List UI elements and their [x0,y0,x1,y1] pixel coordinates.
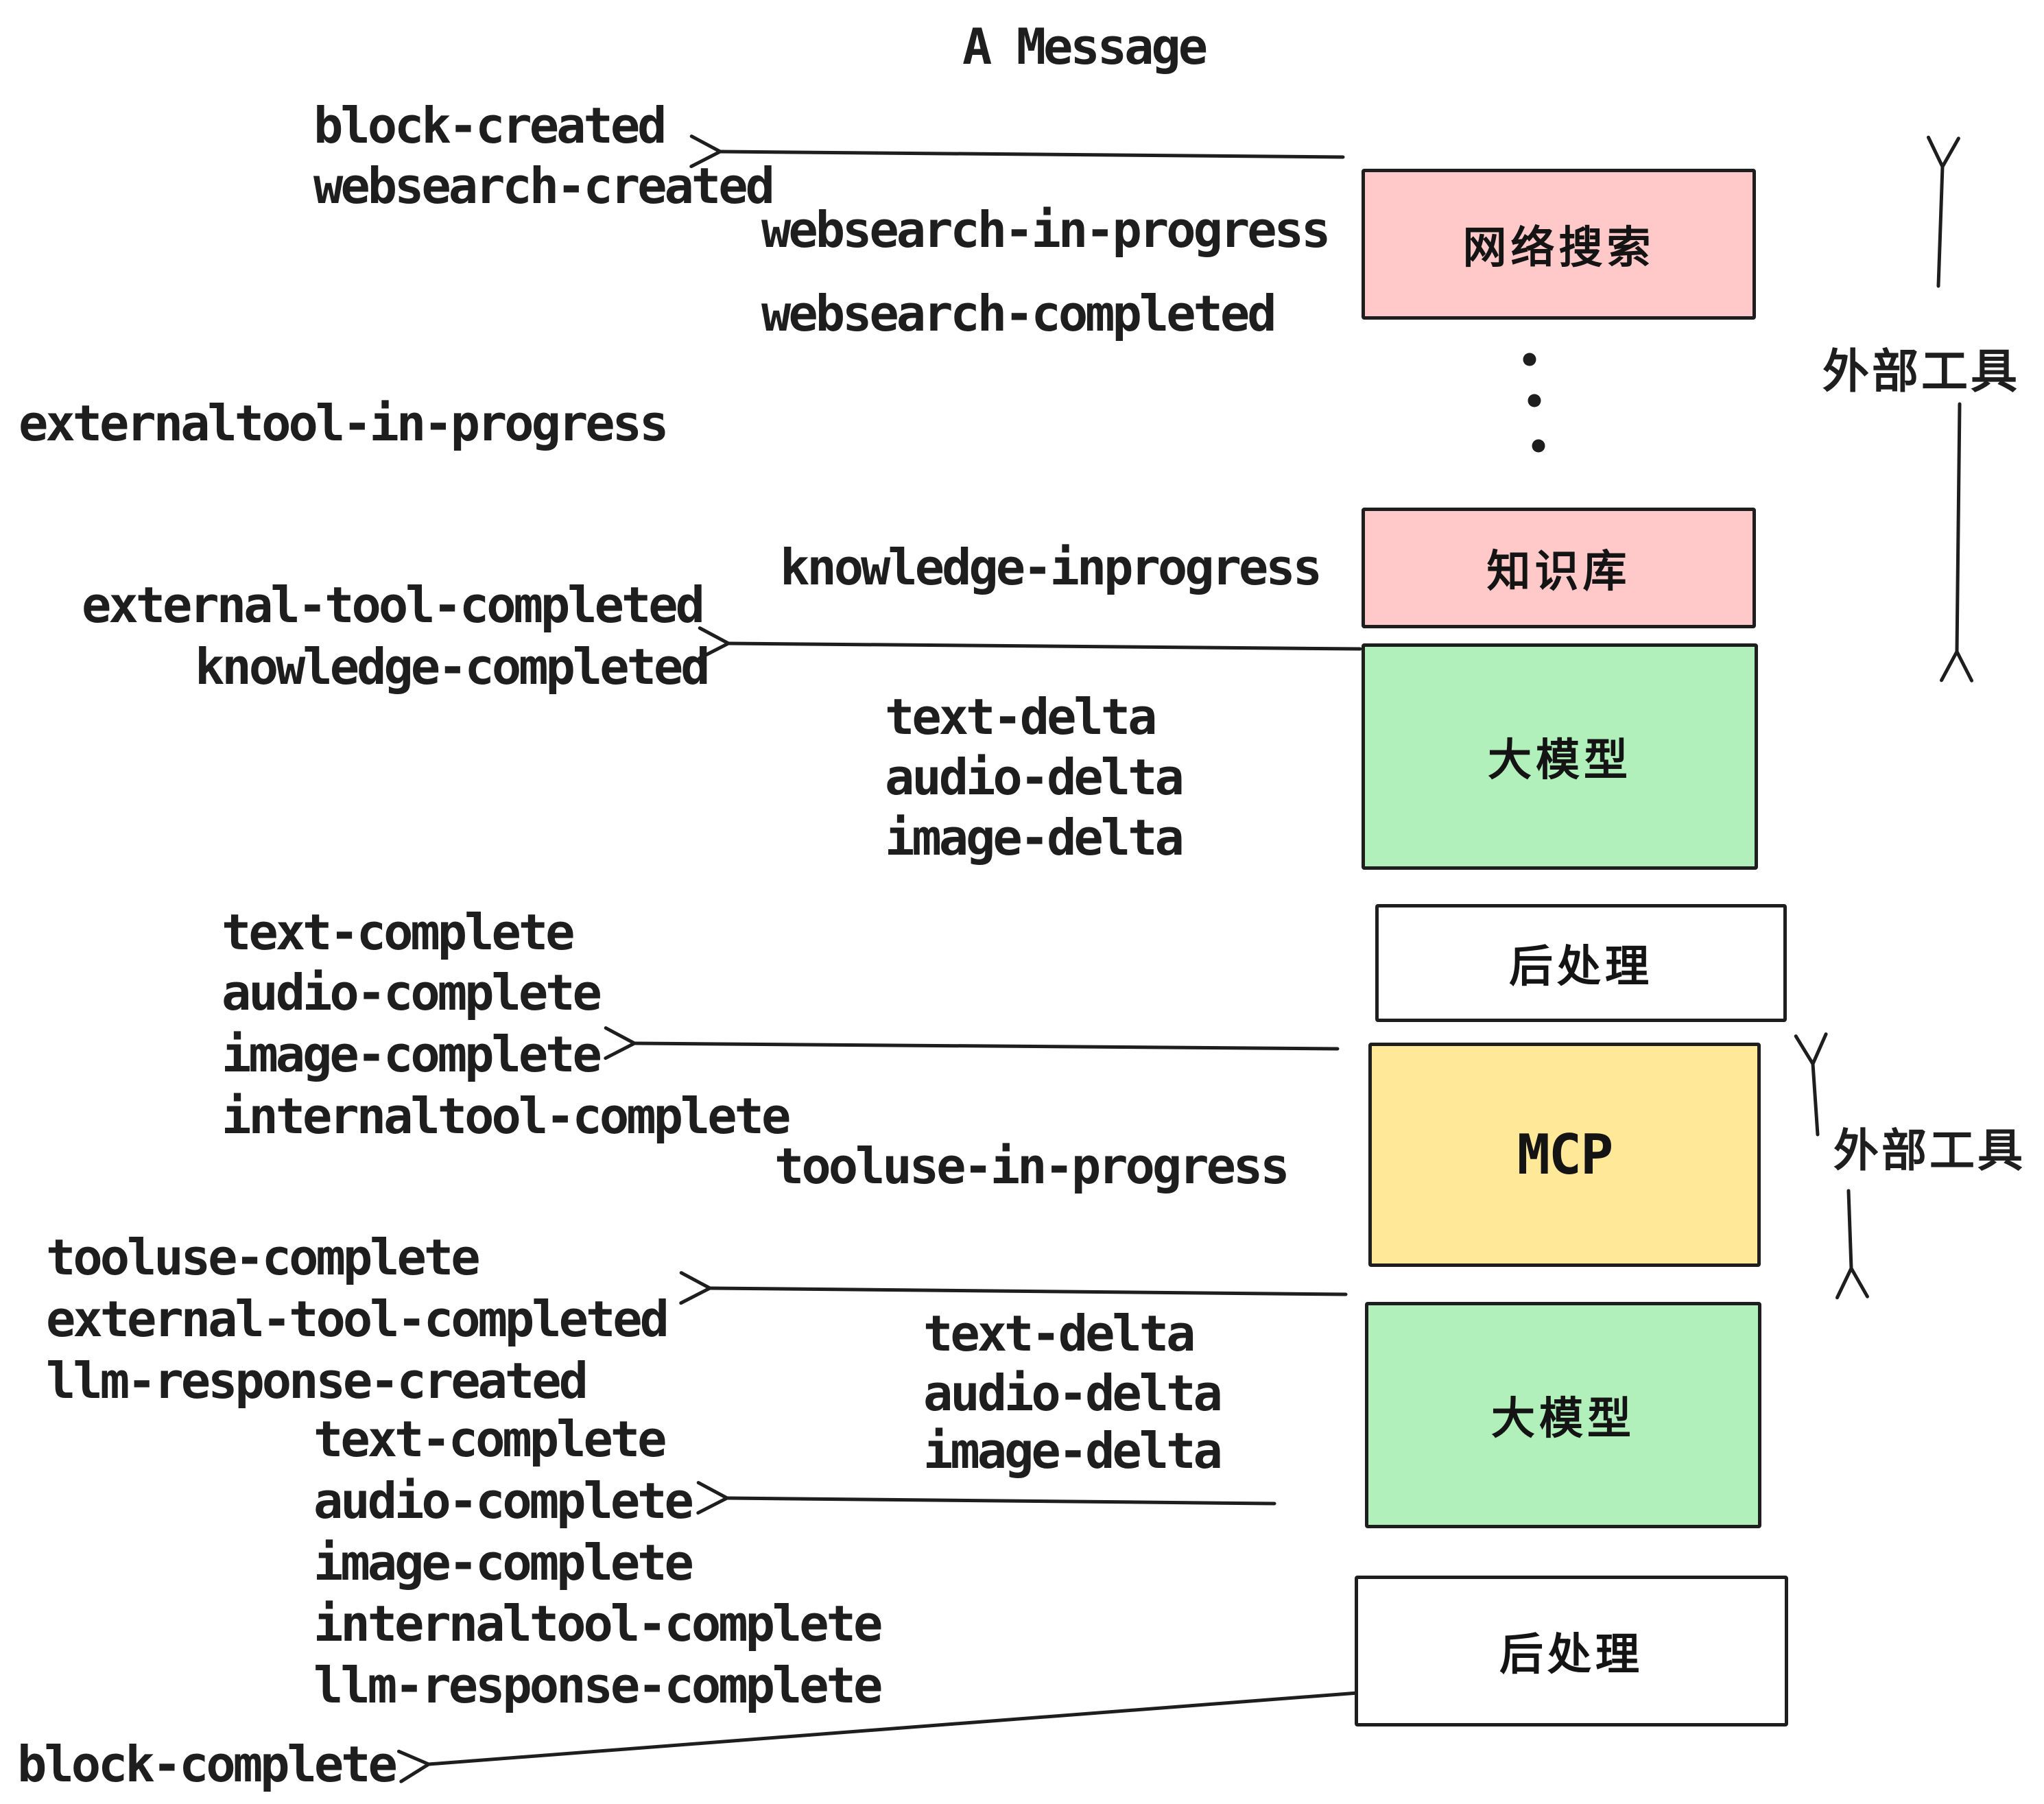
external-tools-down-arrow-top [1940,402,1974,683]
box-websearch: 网络搜索 [1362,169,1756,320]
arrow-to-image-complete [604,1026,1340,1060]
event-image-delta-1: image-delta [885,809,1185,866]
event-llm-response-complete: llm-response-complete [313,1657,883,1714]
event-text-complete-2: text-complete [313,1410,667,1468]
event-internaltool-complete-1: internaltool-complete [222,1087,791,1145]
event-audio-delta-2: audio-delta [923,1364,1223,1422]
box-llm-top-label: 大模型 [1488,735,1632,786]
event-text-complete-1: text-complete [222,903,575,961]
event-knowledge-completed: knowledge-completed [195,638,711,696]
box-postprocess-bottom: 后处理 [1355,1576,1788,1726]
arrow-to-external-tool-completed [679,1271,1348,1305]
box-mcp: MCP [1368,1043,1761,1267]
box-llm-bottom: 大模型 [1365,1302,1761,1528]
event-websearch-in-progress: websearch-in-progress [761,201,1331,259]
arrow-to-block-created [689,134,1345,169]
box-postprocess-top-label: 后处理 [1509,942,1653,993]
box-mcp-label: MCP [1517,1123,1613,1187]
box-knowledge: 知识库 [1362,508,1756,628]
ellipsis-dots [1523,353,1545,453]
event-image-complete-1: image-complete [222,1025,602,1083]
event-websearch-completed: websearch-completed [761,285,1277,342]
arrow-to-audio-complete [696,1481,1276,1515]
event-external-tool-completed: external-tool-completed [82,576,705,634]
event-llm-response-created: llm-response-created [46,1352,589,1410]
external-tools-down-arrow-middle [1835,1189,1869,1300]
event-block-created: block-created [313,97,667,154]
event-websearch-created: websearch-created [313,157,775,215]
event-knowledge-inprogress: knowledge-inprogress [780,538,1322,596]
box-llm-bottom-label: 大模型 [1491,1394,1635,1445]
box-websearch-label: 网络搜索 [1462,223,1655,274]
event-audio-complete-1: audio-complete [222,964,602,1021]
box-postprocess-top: 后处理 [1375,904,1787,1022]
page-title: A Message [962,18,1208,75]
event-external-tool-completed-2: external-tool-completed [46,1290,669,1348]
event-audio-complete-2: audio-complete [313,1472,694,1530]
external-tools-label-middle: 外部工具 [1833,1124,2025,1177]
event-internaltool-complete-2: internaltool-complete [313,1595,883,1652]
arrow-to-block-complete [396,1691,1360,1783]
box-knowledge-label: 知识库 [1486,547,1631,597]
event-audio-delta-1: audio-delta [885,748,1185,806]
external-tools-up-arrow-top [1926,135,1960,288]
box-llm-top: 大模型 [1362,643,1758,870]
event-image-delta-2: image-delta [923,1422,1223,1480]
event-text-delta-1: text-delta [885,688,1157,746]
event-tooluse-complete: tooluse-complete [46,1229,481,1286]
event-externaltool-in-progress: externaltool-in-progress [19,394,669,452]
event-block-complete: block-complete [17,1735,398,1793]
event-text-delta-2: text-delta [923,1305,1196,1362]
external-tools-label-top: 外部工具 [1822,345,2021,399]
event-image-complete-2: image-complete [313,1534,694,1591]
arrow-to-knowledge-completed [698,626,1362,661]
external-tools-up-arrow-middle [1794,1032,1828,1137]
box-postprocess-bottom-label: 后处理 [1499,1630,1643,1681]
event-tooluse-in-progress: tooluse-in-progress [774,1137,1290,1195]
